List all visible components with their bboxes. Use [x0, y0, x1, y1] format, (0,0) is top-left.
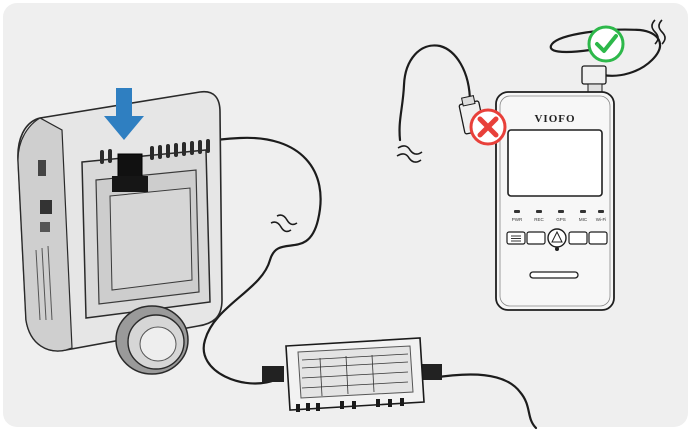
box-exit-cable: [430, 373, 538, 430]
dashcam-unit: VIOFO PWR REC GPS MIC Wi-Fi: [495, 65, 615, 311]
hardwire-kit-box: [262, 337, 442, 412]
brand-logo: VIOFO: [534, 113, 575, 125]
led-label-mic: MIC: [579, 217, 588, 222]
led-label-wifi: Wi-Fi: [596, 217, 607, 222]
check-icon: [587, 25, 625, 63]
status-leds: [514, 210, 604, 213]
vent-slots: [100, 139, 210, 164]
control-buttons: [506, 228, 608, 251]
connected-plug: [581, 65, 607, 85]
mic-button: [568, 231, 588, 245]
camera-screen: [507, 129, 603, 197]
mount-to-box-cable: [146, 136, 322, 385]
led-label-rec: REC: [534, 217, 544, 222]
led-label-pwr: PWR: [512, 217, 523, 222]
cable-break-marks: [270, 19, 666, 233]
cables: [146, 28, 662, 430]
left-loose-cable: [398, 44, 472, 142]
menu-button: [506, 231, 526, 245]
card-slot: [529, 271, 579, 279]
top-loop-cable: [549, 28, 662, 77]
mount-lens: [115, 305, 189, 375]
wifi-button: [588, 231, 608, 245]
cross-icon: [469, 108, 507, 146]
dashcam-mount: [17, 90, 223, 375]
led-label-gps: GPS: [556, 217, 566, 222]
rec-button: [526, 231, 546, 245]
down-arrow-icon: [104, 88, 144, 140]
